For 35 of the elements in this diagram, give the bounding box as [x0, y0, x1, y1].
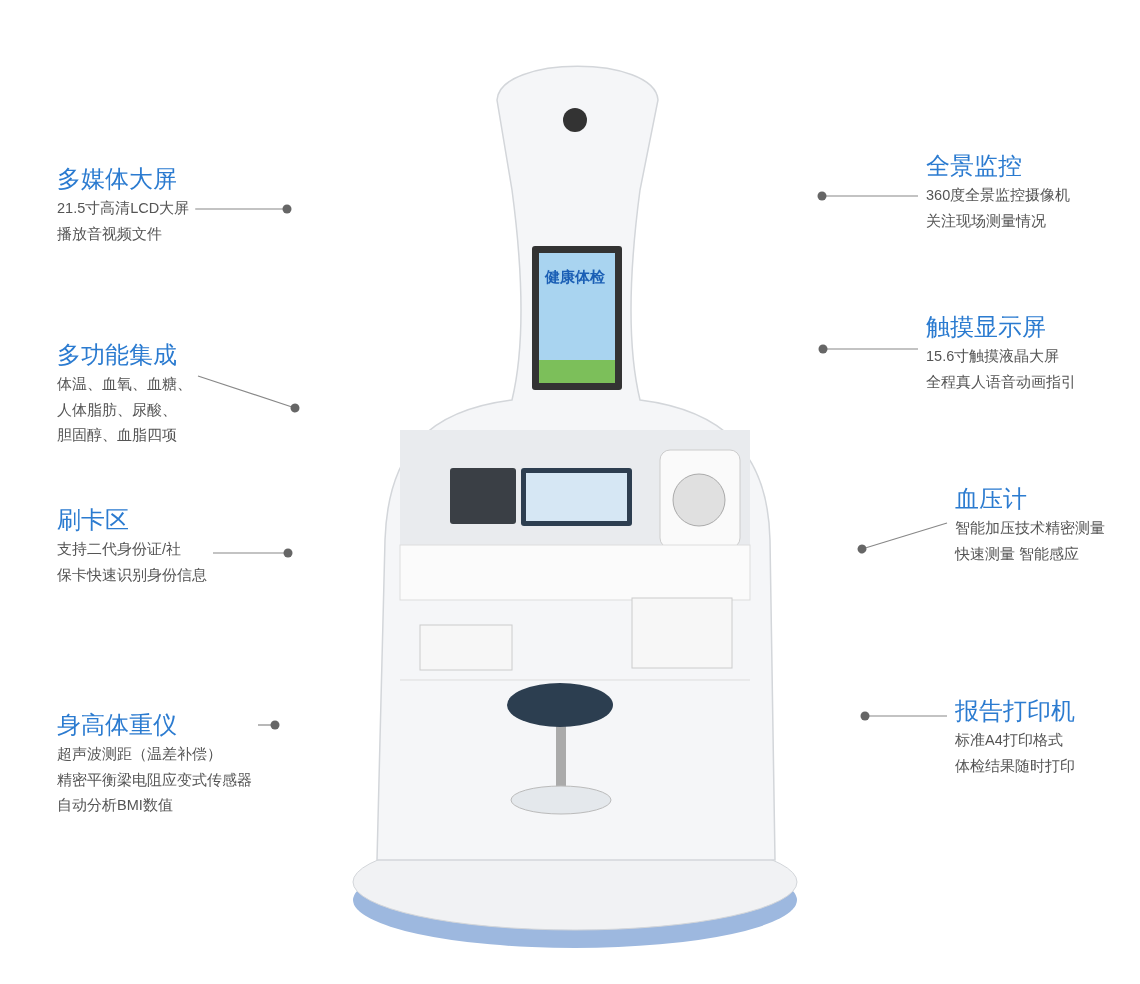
callout-text: 人体脂肪、尿酸、	[57, 400, 178, 420]
callout-text: 360度全景监控摄像机	[926, 186, 1071, 205]
callout-text: 15.6寸触摸液晶大屏	[926, 347, 1061, 366]
leader-line	[818, 344, 919, 354]
callout-text: 关注现场测量情况	[926, 211, 1047, 231]
callout-text: 播放音视频文件	[57, 224, 163, 244]
callout-heading: 触摸显示屏	[926, 312, 1047, 342]
leader-line	[197, 375, 300, 413]
callout-heading: 报告打印机	[955, 696, 1075, 726]
callout-text: 精密平衡梁电阻应变式传感器	[57, 770, 252, 790]
callout-text: 标准A4打印格式	[955, 731, 1064, 750]
leader-line	[857, 522, 948, 554]
callout-heading: 刷卡区	[57, 505, 130, 535]
leader-line	[212, 548, 293, 558]
callout-text: 自动分析BMI数值	[57, 796, 174, 815]
leader-line	[860, 711, 948, 721]
screen-title: 健康体检	[545, 268, 605, 287]
callout-heading: 多功能集成	[57, 340, 178, 370]
callout-text: 全程真人语音动画指引	[926, 372, 1076, 392]
callout-text: 体温、血氧、血糖、	[57, 375, 192, 394]
callout-heading: 全景监控	[926, 151, 1023, 181]
callout-text: 21.5寸高清LCD大屏	[57, 199, 190, 218]
callout-text: 保卡快速识别身份信息	[57, 565, 207, 585]
callout-text: 超声波测距（温差补偿）	[57, 745, 223, 764]
callout-heading: 血压计	[955, 484, 1028, 514]
leader-line	[194, 204, 292, 214]
callout-text: 支持二代身份证/社	[57, 540, 183, 559]
leader-line	[257, 720, 280, 730]
leader-line	[817, 191, 919, 201]
callout-text: 体检结果随时打印	[955, 756, 1075, 776]
callout-text: 胆固醇、血脂四项	[57, 426, 178, 445]
callout-heading: 多媒体大屏	[57, 164, 178, 194]
callout-heading: 身高体重仪	[57, 710, 178, 740]
callout-text: 智能加压技术精密测量	[955, 519, 1105, 538]
callout-text: 快速测量 智能感应	[955, 544, 1081, 564]
